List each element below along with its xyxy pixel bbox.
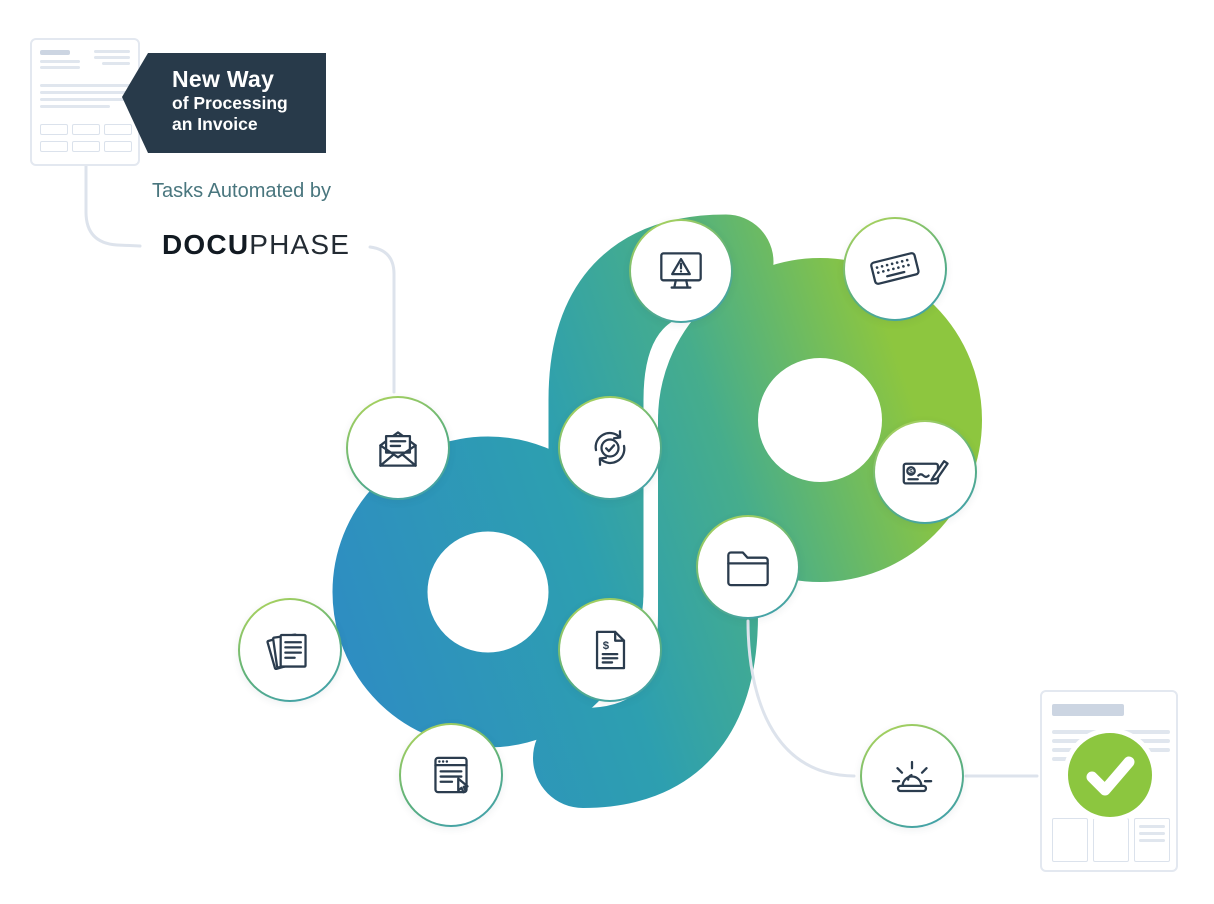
doc-line <box>1052 704 1124 716</box>
callout-line-1: New Way <box>172 66 275 92</box>
badge-document-stack <box>238 598 342 702</box>
doc-cell <box>1093 818 1129 862</box>
callout-line-2: of Processing <box>172 93 288 113</box>
doc-line <box>40 50 70 55</box>
doc-line <box>40 66 80 69</box>
sync-check-icon <box>594 430 626 466</box>
doc-line <box>40 84 132 87</box>
check-signing-icon: $ <box>902 460 949 485</box>
brand-logo-text: DOCUPHASE <box>162 229 350 261</box>
dollar-document-icon: $ <box>595 630 626 670</box>
badge-keyboard <box>843 217 947 321</box>
doc-cell <box>104 124 132 135</box>
brand-bold-part: DOCU <box>162 229 250 260</box>
badge-alert-monitor <box>629 219 733 323</box>
doc-line <box>1139 839 1165 842</box>
doc-cell <box>72 141 100 152</box>
open-envelope-icon <box>379 431 417 467</box>
doc-line <box>1139 825 1165 828</box>
d-bowl-shape <box>332 436 644 748</box>
folder-icon <box>727 551 769 587</box>
doc-line <box>40 60 80 63</box>
badge-check-signing: $ <box>873 420 977 524</box>
doc-cell <box>1052 818 1088 862</box>
badge-sync-check <box>558 396 662 500</box>
keyboard-icon <box>870 252 920 285</box>
dollar-glyph: $ <box>909 468 913 475</box>
connector-invoice-to-brand <box>84 164 142 248</box>
doc-line <box>40 105 110 108</box>
p-stem-shape <box>533 370 758 808</box>
p-bowl-shape <box>658 258 982 582</box>
subtitle-text: Tasks Automated by <box>152 180 331 202</box>
approved-check-icon <box>1086 756 1135 796</box>
doc-line <box>94 50 130 53</box>
doc-line <box>40 91 132 94</box>
source-invoice-graphic <box>30 38 140 166</box>
callout-tag: New Way of Processing an Invoice <box>122 53 326 153</box>
badge-folder <box>696 515 800 619</box>
connector-folder-to-alarm <box>746 619 856 778</box>
alert-monitor-icon <box>660 252 702 289</box>
doc-cell <box>72 124 100 135</box>
connector-brand-to-envelope <box>368 245 396 394</box>
doc-cell <box>40 141 68 152</box>
alarm-light-icon <box>891 760 933 793</box>
doc-cell <box>104 141 132 152</box>
doc-line <box>102 62 130 65</box>
document-stack-icon <box>266 633 307 671</box>
callout-line-3: an Invoice <box>172 114 258 134</box>
doc-line <box>94 56 130 59</box>
doc-line <box>40 98 132 101</box>
badge-alarm-light <box>860 724 964 828</box>
approved-check-badge <box>1063 728 1157 822</box>
dollar-glyph: $ <box>603 640 610 652</box>
web-form-cursor-icon <box>434 756 469 794</box>
badge-dollar-document: $ <box>558 598 662 702</box>
brand-light-part: PHASE <box>249 229 351 260</box>
doc-cell <box>40 124 68 135</box>
doc-line <box>1139 832 1165 835</box>
badge-open-envelope <box>346 396 450 500</box>
badge-web-form-cursor <box>399 723 503 827</box>
